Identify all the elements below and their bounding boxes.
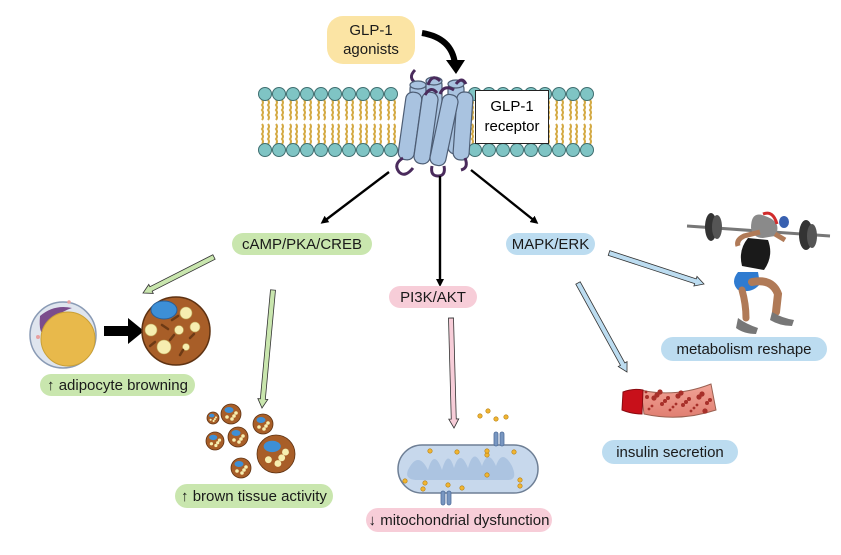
arrow-to-mapk	[470, 169, 539, 224]
metabolism-reshape-outcome: metabolism reshape	[661, 337, 827, 361]
ligand-line1: GLP-1	[349, 22, 393, 39]
branch-arrows	[142, 250, 705, 429]
arrow-to-camp	[320, 171, 390, 224]
insulin-secretion-outcome: insulin secretion	[602, 440, 738, 464]
brown-tissue-activity-outcome: ↑ brown tissue activity	[175, 484, 333, 508]
glp1-agonists-label: GLP-1 agonists	[327, 16, 415, 64]
brown-tissue-cluster-illustration	[205, 403, 296, 479]
camp-pka-creb-pathway: cAMP/PKA/CREB	[232, 233, 372, 255]
binding-arrowhead	[446, 60, 465, 74]
glp1-receptor-protein	[395, 68, 474, 178]
white-adipocyte-illustration	[29, 300, 97, 369]
brown-adipocyte-illustration	[141, 296, 211, 366]
mitochondrion-illustration	[397, 408, 539, 515]
blood-vessel-illustration	[621, 383, 717, 418]
binding-arrow	[421, 30, 458, 65]
mitochondrial-dysfunction-outcome: ↓ mitochondrial dysfunction	[366, 508, 552, 532]
mapk-erk-pathway: MAPK/ERK	[506, 233, 595, 255]
browning-arrow	[104, 318, 144, 344]
receptor-line1: GLP-1	[490, 98, 534, 115]
pi3k-akt-pathway: PI3K/AKT	[389, 286, 477, 308]
ligand-line2: agonists	[343, 41, 399, 58]
receptor-line2: receptor	[484, 118, 540, 135]
adipocyte-browning-outcome: ↑ adipocyte browning	[40, 374, 195, 396]
weightlifter-squat-illustration	[686, 211, 831, 334]
glp1-receptor-label: GLP-1 receptor	[475, 90, 549, 144]
